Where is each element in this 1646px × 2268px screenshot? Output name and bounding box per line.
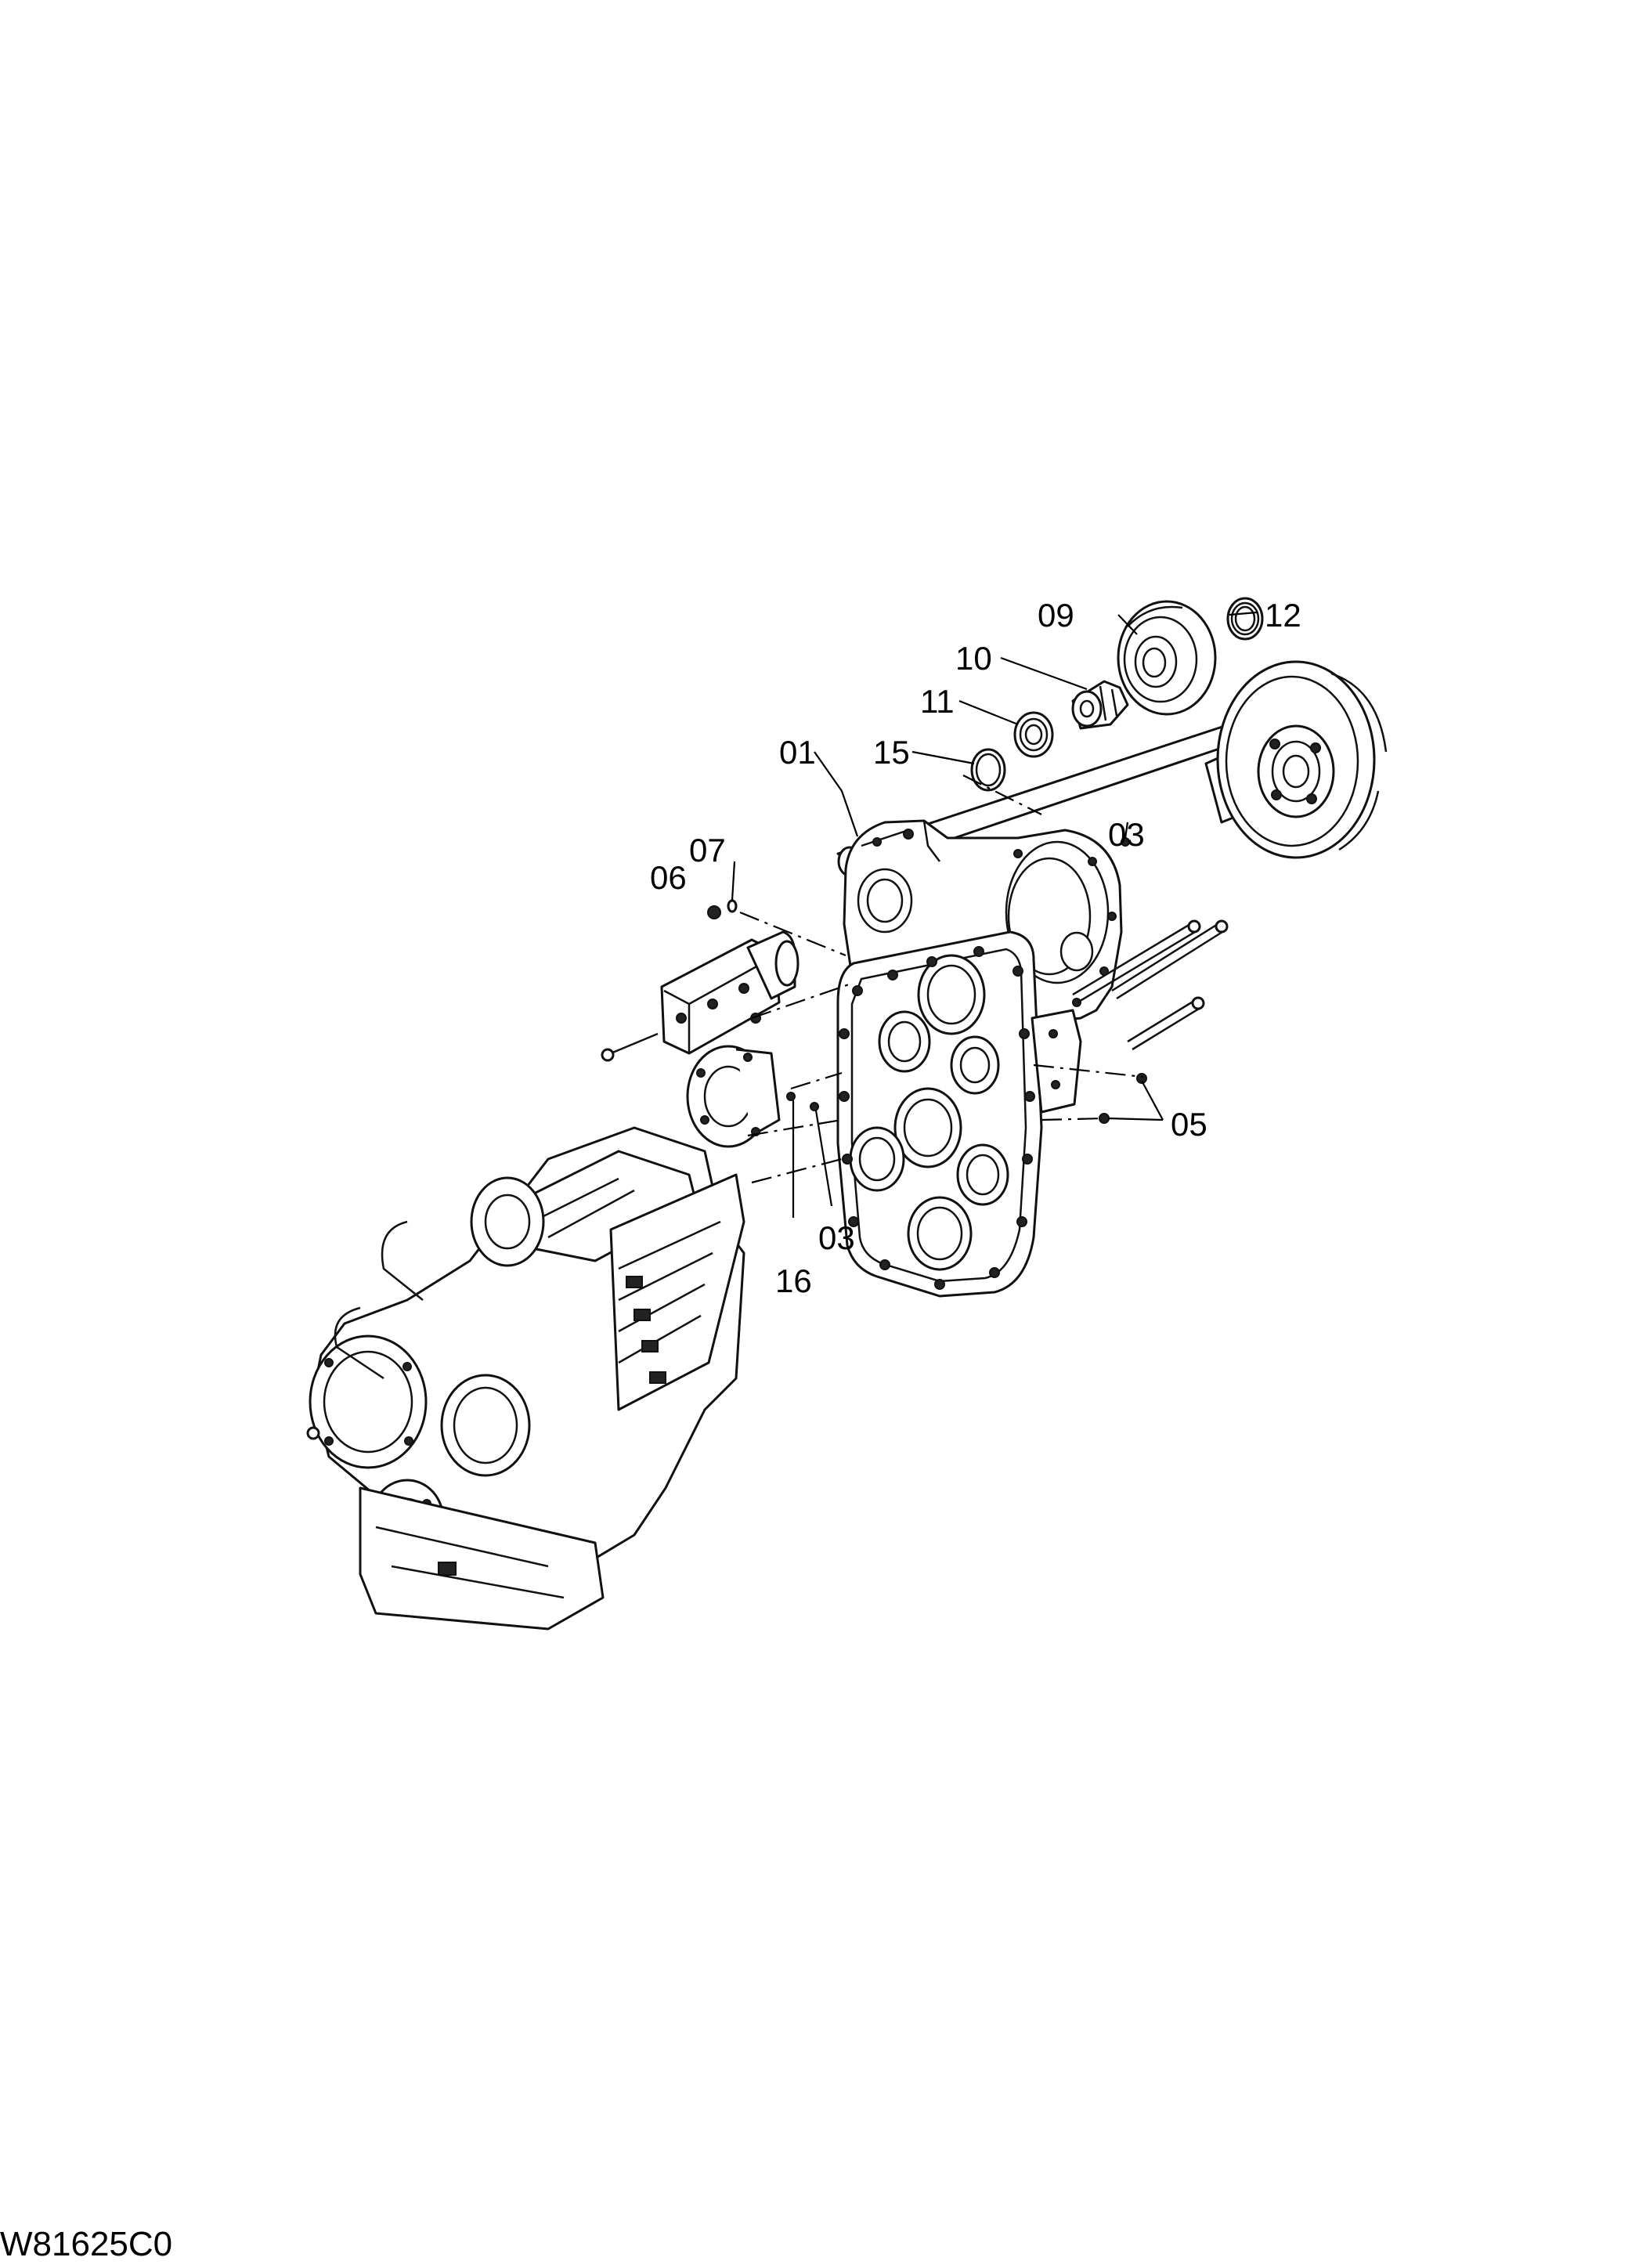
callout-12: 12 (1265, 597, 1301, 634)
leader-lines (731, 611, 1258, 1218)
callout-16: 16 (775, 1262, 812, 1299)
callout-labels: 09 12 10 11 15 01 03 07 06 05 03 16 (650, 597, 1301, 1299)
transmission-housing-plate (836, 930, 1082, 1298)
housing-bolts (1072, 919, 1229, 1124)
callout-15: 15 (873, 734, 910, 771)
pump-flange (686, 1045, 781, 1148)
callout-07: 07 (689, 832, 726, 869)
part-03-plug-lower (810, 1102, 819, 1111)
callout-11: 11 (920, 683, 955, 720)
part-10-sleeve (1071, 680, 1129, 730)
callout-10: 10 (955, 640, 992, 677)
callout-03-upper: 03 (1108, 816, 1145, 853)
part-09-cover-disc (1117, 600, 1217, 716)
part-16-pin (786, 1092, 796, 1101)
callout-05: 05 (1171, 1106, 1207, 1143)
callout-01: 01 (779, 734, 816, 771)
drawing-code: W81625C0 (0, 2225, 172, 2263)
part-07-oring (727, 899, 738, 913)
callout-09: 09 (1038, 597, 1074, 634)
callout-03-lower: 03 (818, 1219, 855, 1256)
part-11-bearing (1013, 711, 1054, 758)
part-06-nut (707, 905, 721, 919)
control-valve (601, 930, 800, 1062)
transmission-assembly (306, 1126, 745, 1631)
assembly-centerlines (739, 775, 1144, 1184)
part-15-snap-ring (970, 748, 1006, 792)
callout-06: 06 (650, 859, 687, 896)
part-12-seal (1226, 597, 1264, 641)
